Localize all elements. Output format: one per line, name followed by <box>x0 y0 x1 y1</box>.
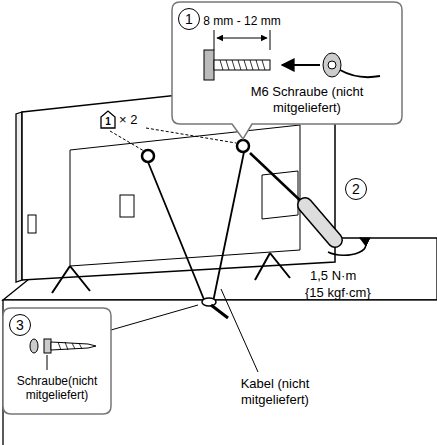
callout-number-text: 2 <box>346 179 366 199</box>
label-text: Kabel (nicht mitgeliefert) <box>215 376 335 407</box>
callout-text: Schraube(nicht mitgeliefert) <box>7 374 107 403</box>
callout-number-text: 1 <box>179 9 199 29</box>
leader-line <box>110 131 144 151</box>
callout-text: 8 mm - 12 mm <box>197 14 287 28</box>
eye-bolt <box>237 140 249 152</box>
bolt-washer <box>204 50 214 80</box>
screwdriver-handle <box>305 205 335 240</box>
bolt-detail <box>204 30 380 80</box>
bolt-thread <box>220 60 265 70</box>
tv-side <box>16 112 22 282</box>
cabinet-front <box>3 300 437 445</box>
leader-line <box>111 305 198 330</box>
screw-head <box>44 339 51 353</box>
callout-number-text: 3 <box>10 315 30 335</box>
leader-line <box>221 289 258 372</box>
tv-stand-leg <box>52 266 90 293</box>
cable <box>148 162 205 302</box>
screw-thread <box>58 342 82 350</box>
ring-hole <box>328 61 336 69</box>
leader-line <box>146 128 236 143</box>
tv-stand-leg <box>255 253 290 280</box>
leader-line <box>47 355 48 370</box>
dimension-line <box>217 38 267 39</box>
tv-port <box>120 195 134 217</box>
callout-outlines <box>3 2 402 414</box>
insert-arrow <box>282 64 320 66</box>
callout-number-text: 1 <box>100 110 116 129</box>
rotation-arrow <box>328 238 366 255</box>
screw-detail <box>30 339 96 370</box>
eye-bolt <box>142 150 154 162</box>
screw-shank <box>51 342 96 350</box>
dimension-tick <box>214 30 215 50</box>
screw-hole-icon: 1 <box>100 110 116 129</box>
ring-terminal <box>323 53 341 77</box>
callout-number: 2 <box>345 178 367 200</box>
label-text: × 2 <box>119 112 137 128</box>
callout-text: M6 Schraube (nicht mitgeliefert) <box>232 84 382 115</box>
washer <box>30 339 38 353</box>
house-icon <box>101 111 115 128</box>
cable-clip <box>202 298 216 306</box>
tv-back-cover <box>70 125 300 266</box>
callout-outline <box>3 308 111 414</box>
screw <box>211 305 228 318</box>
cable <box>213 152 244 302</box>
bolt-shank <box>214 60 270 70</box>
tv-port <box>28 215 36 233</box>
cable <box>340 70 380 77</box>
screwdriver-shaft <box>250 153 305 205</box>
callout-number: 3 <box>9 314 31 336</box>
callout-box: 18 mm - 12 mm M6 Schraube (nicht mitgelie… <box>172 2 402 124</box>
tv-terminal <box>262 171 298 219</box>
callout-outline <box>172 2 402 139</box>
label-text: {15 kgf·cm} <box>305 285 371 301</box>
screwdriver-handle <box>305 205 335 240</box>
dimension-tick <box>270 30 271 50</box>
callout-box: 3Schraube(nicht mitgeliefert) <box>3 308 111 414</box>
callout-number: 1 <box>178 8 200 30</box>
label-text: 1,5 N·m <box>310 268 356 284</box>
